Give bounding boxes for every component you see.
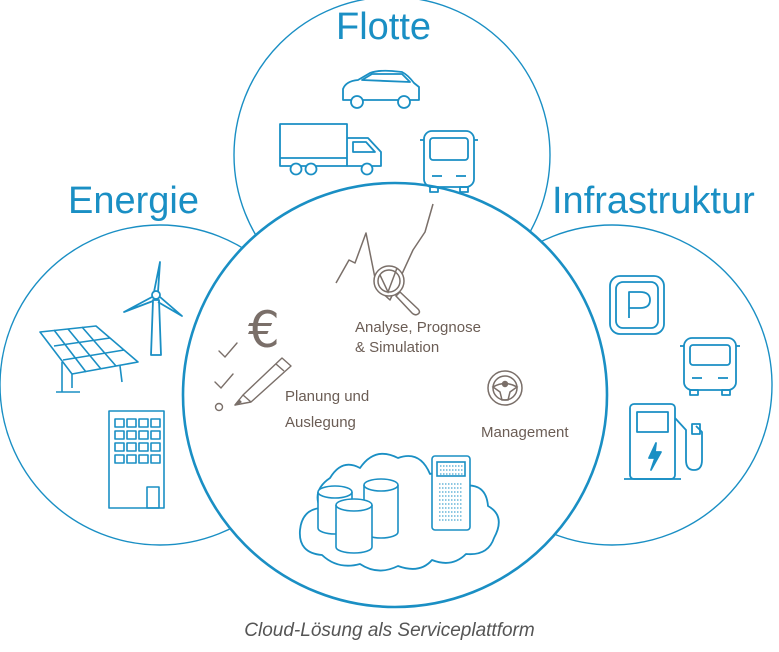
- infrastruktur-label: Infrastruktur: [552, 180, 755, 222]
- energie-label: Energie: [68, 180, 199, 222]
- magnifier-icon: [373, 265, 421, 316]
- parking-sign-icon: [609, 275, 665, 335]
- checklist-icon: [214, 342, 238, 412]
- truck-icon: [279, 123, 382, 176]
- planung-label-line1: Planung und: [285, 388, 370, 405]
- bus-icon: [420, 130, 478, 193]
- car-icon: [342, 69, 420, 109]
- flotte-label: Flotte: [336, 6, 432, 48]
- planung-label: Planung und Auslegung: [285, 384, 369, 437]
- caption: Cloud-Lösung als Serviceplattform: [244, 620, 535, 641]
- pencil-icon: [234, 357, 292, 406]
- planung-label-line2: Auslegung: [285, 414, 356, 432]
- analyse-label-line2: & Simulation: [355, 339, 440, 357]
- cloud-platform-circle: [181, 181, 609, 609]
- analyse-label: Analyse, Prognose & Simulation: [355, 318, 481, 359]
- euro-icon: €: [248, 301, 280, 359]
- database-icon: [317, 478, 399, 554]
- bus-front-icon: [680, 337, 740, 396]
- steering-wheel-icon: [487, 370, 523, 406]
- charging-station-icon: [624, 403, 703, 480]
- management-label: Management: [481, 424, 569, 441]
- solar-panel-icon: [39, 325, 139, 393]
- server-rack-icon: [431, 455, 471, 531]
- office-building-icon: [108, 410, 165, 509]
- analyse-label-line1: Analyse, Prognose: [355, 319, 481, 336]
- wind-turbine-icon: [123, 261, 183, 356]
